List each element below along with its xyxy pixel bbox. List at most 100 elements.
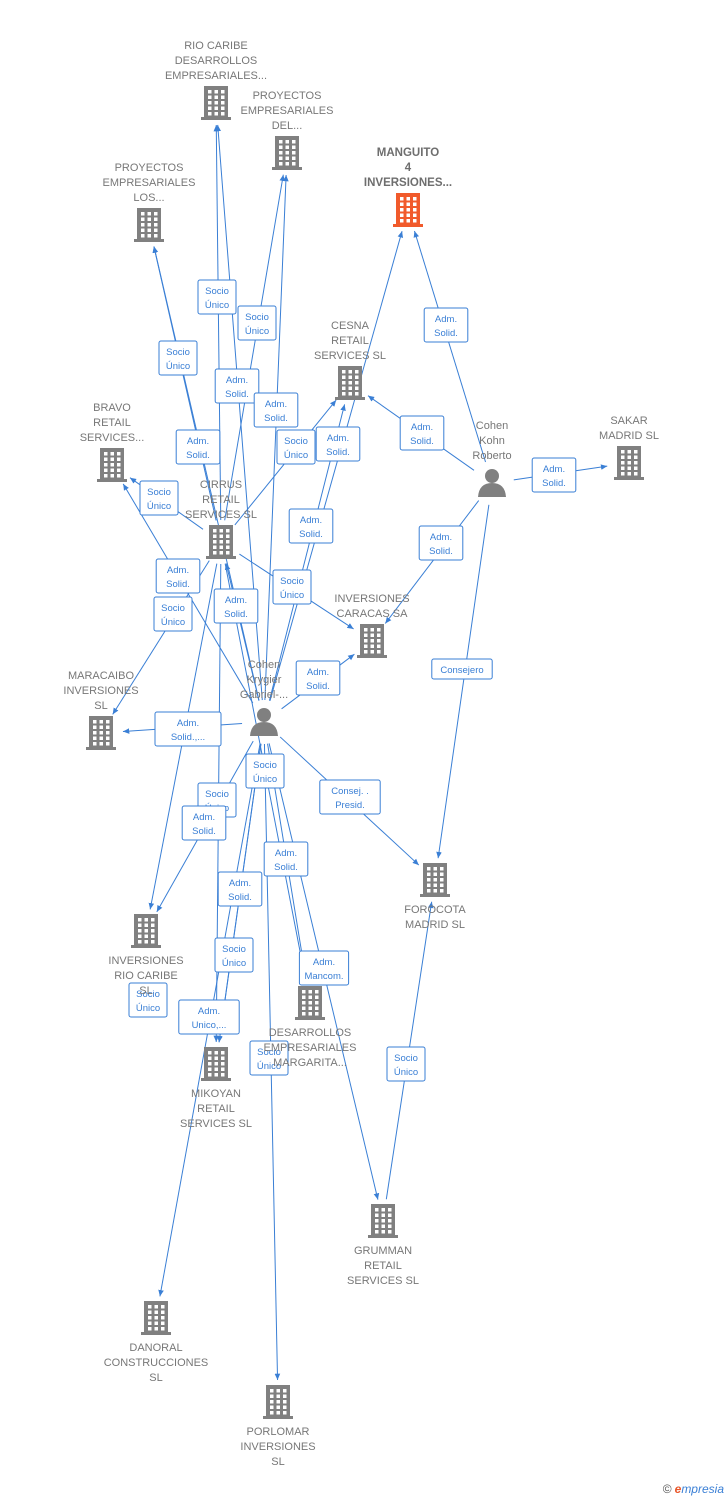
edge-label-text: Adm. — [411, 422, 433, 433]
edge-label-text: Adm. — [543, 464, 565, 475]
building-icon — [201, 1047, 231, 1081]
edge-label-adm-solid[interactable]: Adm.Solid. — [295, 660, 341, 696]
edge-cohen_krygier-to-cirrus — [224, 563, 260, 701]
edge-label-adm-mancom[interactable]: Adm. Mancom. — [298, 950, 350, 986]
building-icon — [614, 446, 644, 480]
building-icon — [295, 986, 325, 1020]
edge-label-text: Adm. — [177, 718, 199, 729]
node-label: DESARROLLOS — [269, 1027, 352, 1039]
edge-label-text: Adm. — [198, 1006, 220, 1017]
edge-label-text: Único — [136, 1003, 160, 1014]
node-label: Gabriel-... — [240, 689, 288, 701]
brand-footer[interactable]: ©empresia — [663, 1482, 724, 1496]
edge-label-adm-solid[interactable]: Adm.Solid. — [155, 558, 201, 594]
building-icon — [272, 136, 302, 170]
edge-label-text: Mancom. — [304, 971, 343, 982]
node-label: INVERSIONES — [240, 1441, 315, 1453]
edge-label-text: Único — [253, 774, 277, 785]
nodes-layer: RIO CARIBEDESARROLLOSEMPRESARIALES...PRO… — [63, 40, 659, 1468]
edge-label-box — [272, 569, 312, 605]
node-des-margarita[interactable]: DESARROLLOSEMPRESARIALESMARGARITA... — [264, 986, 357, 1069]
copyright-symbol: © — [662, 1482, 672, 1496]
node-label: RIO CARIBE — [114, 970, 178, 982]
edge-label-adm-solid[interactable]: Adm.Solid. — [531, 457, 577, 493]
edge-label-adm-solid[interactable]: Adm.Solid. — [214, 368, 260, 404]
edge-cohen_kohn-to-manguito — [413, 230, 487, 463]
edge-label-adm-solid[interactable]: Adm.Solid. — [315, 426, 361, 462]
edge-label-adm-solid[interactable]: Adm.Solid. — [175, 429, 221, 465]
building-icon — [335, 366, 365, 400]
node-rio-caribe-des[interactable]: RIO CARIBEDESARROLLOSEMPRESARIALES... — [165, 40, 267, 120]
edge-label-text: Consejero — [440, 665, 483, 676]
node-label: GRUMMAN — [354, 1245, 412, 1257]
node-label: RETAIL — [331, 335, 369, 347]
node-manguito[interactable]: MANGUITO4INVERSIONES... — [364, 147, 452, 227]
edge-label-consejero[interactable]: Consejero — [431, 658, 493, 680]
node-cohen-krygier[interactable]: CohenKrygierGabriel-... — [240, 659, 288, 736]
edge-label-adm-unico[interactable]: Adm.Unico,... — [178, 999, 240, 1035]
edge-label-box — [418, 525, 464, 561]
node-label: EMPRESARIALES — [241, 105, 334, 117]
edge-label-box — [253, 392, 299, 428]
edge-label-box — [276, 429, 316, 465]
edge-label-adm-solid[interactable]: Adm.Solid. — [217, 871, 263, 907]
edge-label-box — [249, 1040, 289, 1076]
edge-label-adm-solid[interactable]: Adm.Solid. — [263, 841, 309, 877]
node-bravo[interactable]: BRAVORETAILSERVICES... — [80, 402, 145, 482]
edge-label-text: Solid. — [410, 436, 434, 447]
node-proyectos-los[interactable]: PROYECTOSEMPRESARIALESLOS... — [103, 162, 196, 242]
node-label: SAKAR — [610, 415, 647, 427]
edge-label-adm-solid[interactable]: Adm. Solid. — [399, 415, 445, 451]
edge-label-consej-presid[interactable]: Consej. .Presid. — [319, 779, 381, 815]
edge-label-text: Solid. — [274, 862, 298, 873]
edge-label-text: Solid. — [299, 529, 323, 540]
edge-label-adm-solid[interactable]: Adm.Solid. — [418, 525, 464, 561]
building-icon — [134, 208, 164, 242]
edge-label-adm-solid[interactable]: Adm.Solid. — [423, 307, 469, 343]
building-icon — [368, 1204, 398, 1238]
edge-label-adm-solid[interactable]: Adm.Solid. — [213, 588, 259, 624]
edge-label-text: Adm. — [313, 957, 335, 968]
edge-label-box — [139, 480, 179, 516]
edge-label-text: Adm. — [300, 515, 322, 526]
edge-label-adm-solid[interactable]: Adm.Solid. — [253, 392, 299, 428]
edge-label-adm-solid[interactable]: Adm.Solid.,... — [154, 711, 222, 747]
building-icon — [263, 1385, 293, 1419]
edge-label-adm-solid[interactable]: Adm.Solid. — [181, 805, 227, 841]
edge-label-adm-solid[interactable]: Adm. Solid. — [288, 508, 334, 544]
edge-label-box — [197, 279, 237, 315]
building-icon — [141, 1301, 171, 1335]
edge-label-box — [217, 871, 263, 907]
node-proyectos-del[interactable]: PROYECTOSEMPRESARIALESDEL... — [241, 90, 334, 170]
edge-label-text: Socio — [394, 1053, 418, 1064]
edge-label-text: Socio — [205, 789, 229, 800]
building-icon — [357, 624, 387, 658]
node-label: SERVICES SL — [180, 1118, 252, 1130]
edge-label-text: Solid. — [228, 892, 252, 903]
